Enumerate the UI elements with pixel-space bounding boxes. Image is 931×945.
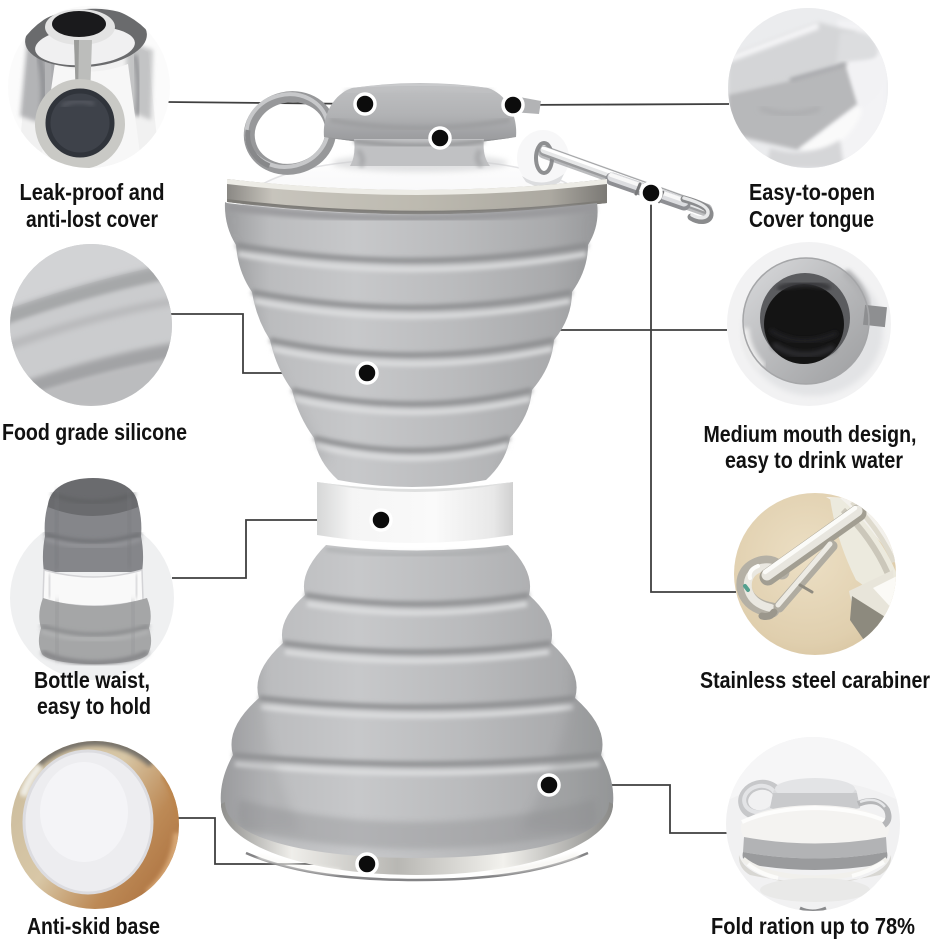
svg-text:Leak-proof and: Leak-proof and: [20, 179, 165, 205]
svg-text:anti-lost cover: anti-lost cover: [26, 206, 158, 232]
svg-text:Easy-to-open: Easy-to-open: [749, 179, 875, 205]
svg-text:Bottle waist,: Bottle waist,: [34, 667, 150, 693]
svg-text:easy to hold: easy to hold: [37, 693, 151, 719]
svg-text:Cover tongue: Cover tongue: [749, 206, 874, 232]
svg-text:Fold ration up to 78%: Fold ration up to 78%: [711, 913, 915, 939]
svg-text:easy to drink water: easy to drink water: [725, 447, 903, 473]
svg-text:Stainless steel carabiner: Stainless steel carabiner: [700, 667, 930, 693]
svg-text:Food grade silicone: Food grade silicone: [2, 419, 187, 445]
svg-text:Anti-skid base: Anti-skid base: [27, 913, 160, 939]
svg-text:Medium mouth design,: Medium mouth design,: [704, 421, 917, 447]
